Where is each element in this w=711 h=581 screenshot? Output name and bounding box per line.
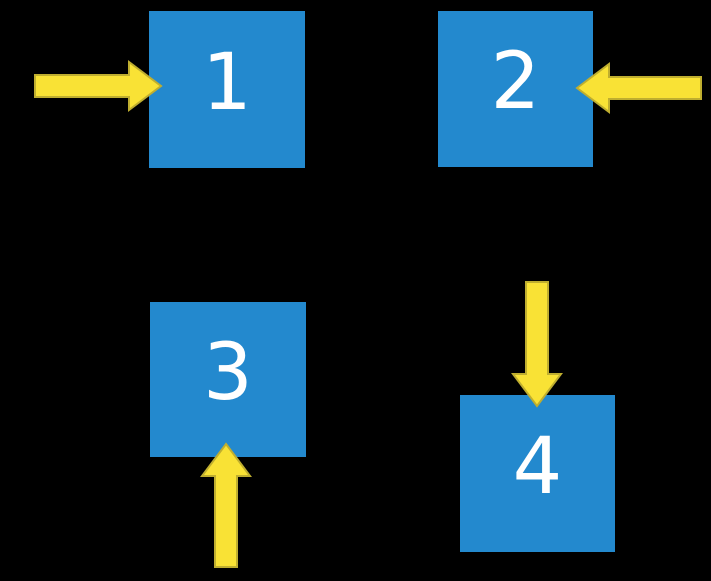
numbered-box-4: 4 [460, 395, 615, 552]
box-number-2: 2 [490, 37, 541, 127]
numbered-box-1: 1 [149, 11, 305, 168]
numbered-box-2: 2 [438, 11, 593, 167]
box-number-4: 4 [512, 421, 563, 512]
numbered-box-3: 3 [150, 302, 306, 457]
box-number-1: 1 [202, 37, 252, 128]
arrow-right-icon [34, 60, 163, 112]
arrow-up-icon [200, 442, 252, 568]
arrow-left-icon [575, 62, 702, 114]
box-number-3: 3 [203, 327, 253, 418]
arrow-down-icon [511, 281, 563, 408]
